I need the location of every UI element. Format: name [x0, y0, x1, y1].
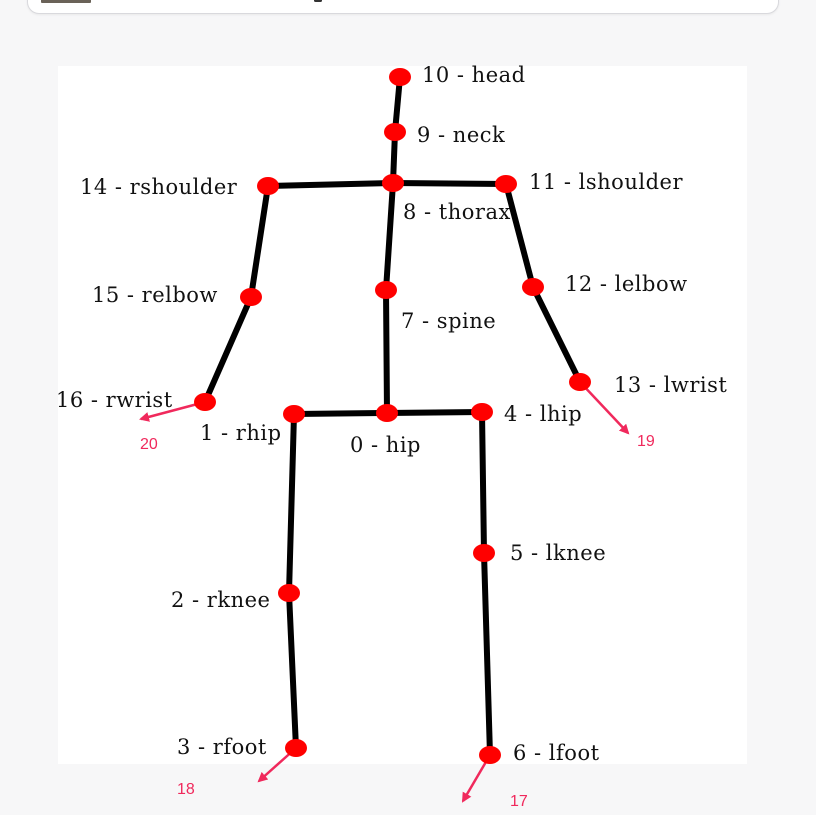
- bone-thorax-spine: [383, 180, 396, 293]
- joint-label-lshoulder: 11 - lshoulder: [529, 170, 683, 194]
- joint-lhip: [471, 403, 493, 421]
- labels-layer: 17 18 19 20 0 - hip 1 - rhip 2 - rknee 3 - rfoo…: [56, 63, 727, 810]
- top-card: [27, 0, 779, 14]
- bone-lknee-lfoot: [481, 550, 493, 758]
- joint-label-rknee: 2 - rknee: [171, 588, 270, 612]
- bone-hip-lhip: [384, 409, 485, 416]
- joint-label-lelbow: 12 - lelbow: [565, 272, 688, 296]
- joint-spine: [375, 281, 397, 299]
- top-card-text-fragment: [314, 0, 322, 2]
- joint-rknee: [278, 584, 300, 602]
- joint-label-lwrist: 13 - lwrist: [614, 373, 727, 397]
- joint-thorax: [382, 174, 404, 192]
- joint-label-lknee: 5 - lknee: [510, 541, 606, 565]
- joint-lshoulder: [495, 175, 517, 193]
- extra-point-label-20: 20: [140, 436, 158, 453]
- arrow-to-point-20: [139, 400, 206, 422]
- joint-label-lhip: 4 - lhip: [504, 402, 582, 426]
- joint-label-spine: 7 - spine: [401, 309, 496, 333]
- extra-point-label-17: 17: [510, 793, 528, 810]
- bone-lelbow-lwrist: [530, 284, 583, 385]
- bone-lhip-lknee: [479, 409, 487, 556]
- bone-hip-rhip: [291, 410, 390, 417]
- bone-thorax-rshoulder: [265, 180, 396, 189]
- joint-label-rhip: 1 - rhip: [200, 421, 282, 445]
- joint-rhip: [283, 405, 305, 423]
- joint-lfoot: [479, 746, 501, 764]
- joint-label-relbow: 15 - relbow: [92, 283, 218, 307]
- joint-label-thorax: 8 - thorax: [403, 200, 511, 224]
- joint-lelbow: [522, 278, 544, 296]
- joint-label-rwrist: 16 - rwrist: [56, 388, 173, 412]
- joint-label-rshoulder: 14 - rshoulder: [80, 175, 238, 199]
- bone-rhip-rknee: [286, 411, 297, 596]
- bone-lshoulder-lelbow: [503, 181, 536, 290]
- joint-head: [389, 68, 411, 86]
- bone-rshoulder-relbow: [248, 183, 271, 300]
- joint-relbow: [240, 288, 262, 306]
- joint-rfoot: [285, 739, 307, 757]
- joint-lknee: [473, 544, 495, 562]
- thumbnail: [41, 0, 91, 3]
- extra-point-label-18: 18: [177, 781, 195, 798]
- extra-point-label-19: 19: [637, 433, 655, 450]
- bones-layer: [202, 74, 583, 758]
- joint-hip: [376, 404, 398, 422]
- joint-rwrist: [194, 393, 216, 411]
- bone-relbow-rwrist: [202, 294, 254, 405]
- joint-label-lfoot: 6 - lfoot: [513, 741, 600, 765]
- arrow-to-point-19: [579, 381, 630, 435]
- bone-thorax-lshoulder: [390, 180, 509, 187]
- joints-layer: [194, 68, 591, 764]
- bone-rknee-rfoot: [286, 590, 299, 751]
- joint-label-neck: 9 - neck: [417, 123, 505, 147]
- joint-lwrist: [569, 373, 591, 391]
- joint-label-head: 10 - head: [422, 63, 526, 87]
- joint-label-hip: 0 - hip: [350, 433, 421, 457]
- joint-rshoulder: [257, 177, 279, 195]
- joint-label-rfoot: 3 - rfoot: [177, 735, 267, 759]
- bone-head-neck: [392, 74, 403, 135]
- bone-spine-hip: [383, 287, 390, 416]
- joint-neck: [384, 123, 406, 141]
